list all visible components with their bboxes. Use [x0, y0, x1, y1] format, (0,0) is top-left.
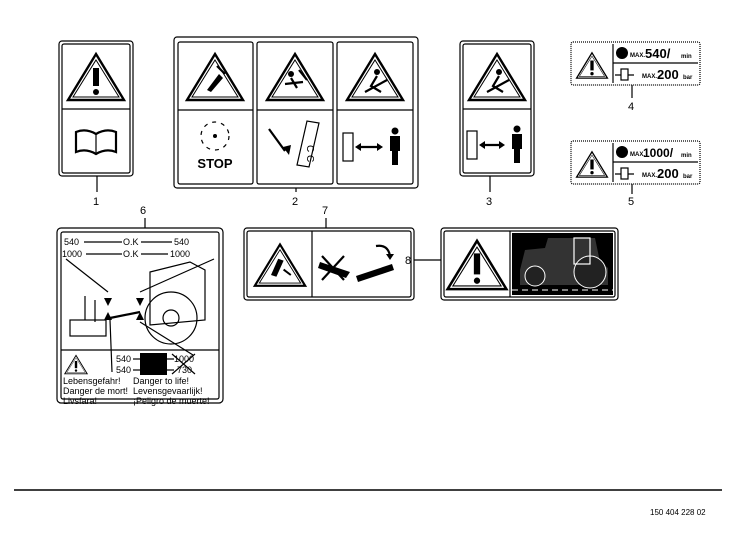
- callout-8: 8: [405, 255, 411, 267]
- person-hit-warning-icon: [467, 52, 527, 102]
- decal5-max1: MAX.: [630, 152, 645, 158]
- part-number: 150 404 228 02: [650, 508, 706, 517]
- decal-1-warning-manual: 1: [58, 40, 134, 208]
- decal6-lower_left-1: 540: [116, 365, 131, 375]
- decal-7-crush-warning: 7: [243, 205, 415, 301]
- callout-4: 4: [628, 101, 634, 113]
- warning-triangle-icon: [575, 151, 609, 178]
- decal6-warnings_left-0: Lebensgefahr!: [63, 376, 121, 386]
- warning-triangle-icon: [575, 52, 609, 79]
- tractor-silhouette-icon: [512, 233, 613, 295]
- pto-gear-icon: [616, 146, 628, 158]
- decal4-max1: MAX.: [630, 53, 645, 59]
- warning-triangle-icon: [64, 354, 88, 375]
- safety-distance-icon: [342, 127, 400, 165]
- decal6-warnings_right-2: ¡Peligro de muerte!: [133, 396, 210, 406]
- decal-4-max-540: MAX. 540/ min MAX. 200 bar 4: [570, 41, 701, 113]
- decal4-speed_unit: min: [681, 54, 692, 60]
- decal6-warnings_right-1: Levensgevaarlijk!: [133, 386, 203, 396]
- decal6-row1-1: O.K: [123, 237, 139, 247]
- decal-3-safety-distance: 3: [459, 40, 535, 208]
- decal5-speed: 1000/: [643, 146, 674, 160]
- thrown-object-warning-icon: [265, 52, 325, 102]
- callout-1: 1: [93, 196, 99, 208]
- decal6-row2-2: 1000: [170, 249, 190, 259]
- decal4-max2: MAX.: [642, 74, 657, 80]
- safety-distance-icon: [466, 125, 522, 163]
- callout-3: 3: [486, 196, 492, 208]
- decal5-pressure: 200: [657, 166, 679, 181]
- decal-6-pto-speed: 6 540 O.K 540 1000 O.K 1000 540 540 1000…: [56, 205, 224, 406]
- no-hands-lowering-icon: [318, 244, 394, 282]
- callout-5: 5: [628, 196, 634, 208]
- decal4-speed: 540/: [645, 46, 671, 61]
- decal6-lower_right-0: 1000: [174, 354, 194, 364]
- hand-cut-warning-icon: [185, 52, 245, 102]
- decal6-row1-0: 540: [64, 237, 79, 247]
- callout-2: 2: [292, 196, 298, 208]
- rotating-tines-icon: [200, 121, 230, 151]
- stop-text: STOP: [197, 156, 232, 171]
- disengage-lever-icon: C C: [268, 120, 320, 168]
- decal4-pressure: 200: [657, 67, 679, 82]
- crush-warning-icon: [253, 243, 307, 287]
- decal5-speed_unit: min: [681, 153, 692, 159]
- decal6-row2-0: 1000: [62, 249, 82, 259]
- decal6-warnings_left-2: Livsfara!: [63, 396, 97, 406]
- decal6-warnings_right-0: Danger to life!: [133, 376, 189, 386]
- callout-7: 7: [322, 205, 328, 217]
- callout-6: 6: [140, 205, 146, 217]
- warning-triangle-icon: [66, 52, 126, 102]
- decal-5-max-1000: MAX. 1000/ min MAX. 200 bar 5: [570, 140, 701, 208]
- svg-text:C C: C C: [304, 145, 315, 162]
- decal6-lower_left-0: 540: [116, 354, 131, 364]
- decal6-row1-2: 540: [174, 237, 189, 247]
- tractor-pto-illustration: [65, 258, 215, 373]
- decal6-row2-1: O.K: [123, 249, 139, 259]
- hydraulic-pressure-icon: [615, 167, 634, 180]
- hydraulic-pressure-icon: [615, 68, 634, 81]
- person-hit-warning-icon: [345, 52, 405, 102]
- entanglement-pictogram: [140, 353, 167, 375]
- warning-triangle-icon: [446, 239, 508, 291]
- decal-8-tractor-warning: 8: [405, 227, 619, 301]
- pto-gear-icon: [616, 47, 628, 59]
- manual-book-icon: [74, 129, 118, 156]
- decal-2-rotor-warnings: STOP C C 2: [173, 36, 419, 208]
- decal5-pressure_unit: bar: [683, 174, 693, 180]
- decal4-pressure_unit: bar: [683, 75, 693, 81]
- decal5-max2: MAX.: [642, 173, 657, 179]
- decal6-lower_right-1: 730: [177, 365, 192, 375]
- decal6-warnings_left-1: Danger de mort!: [63, 386, 128, 396]
